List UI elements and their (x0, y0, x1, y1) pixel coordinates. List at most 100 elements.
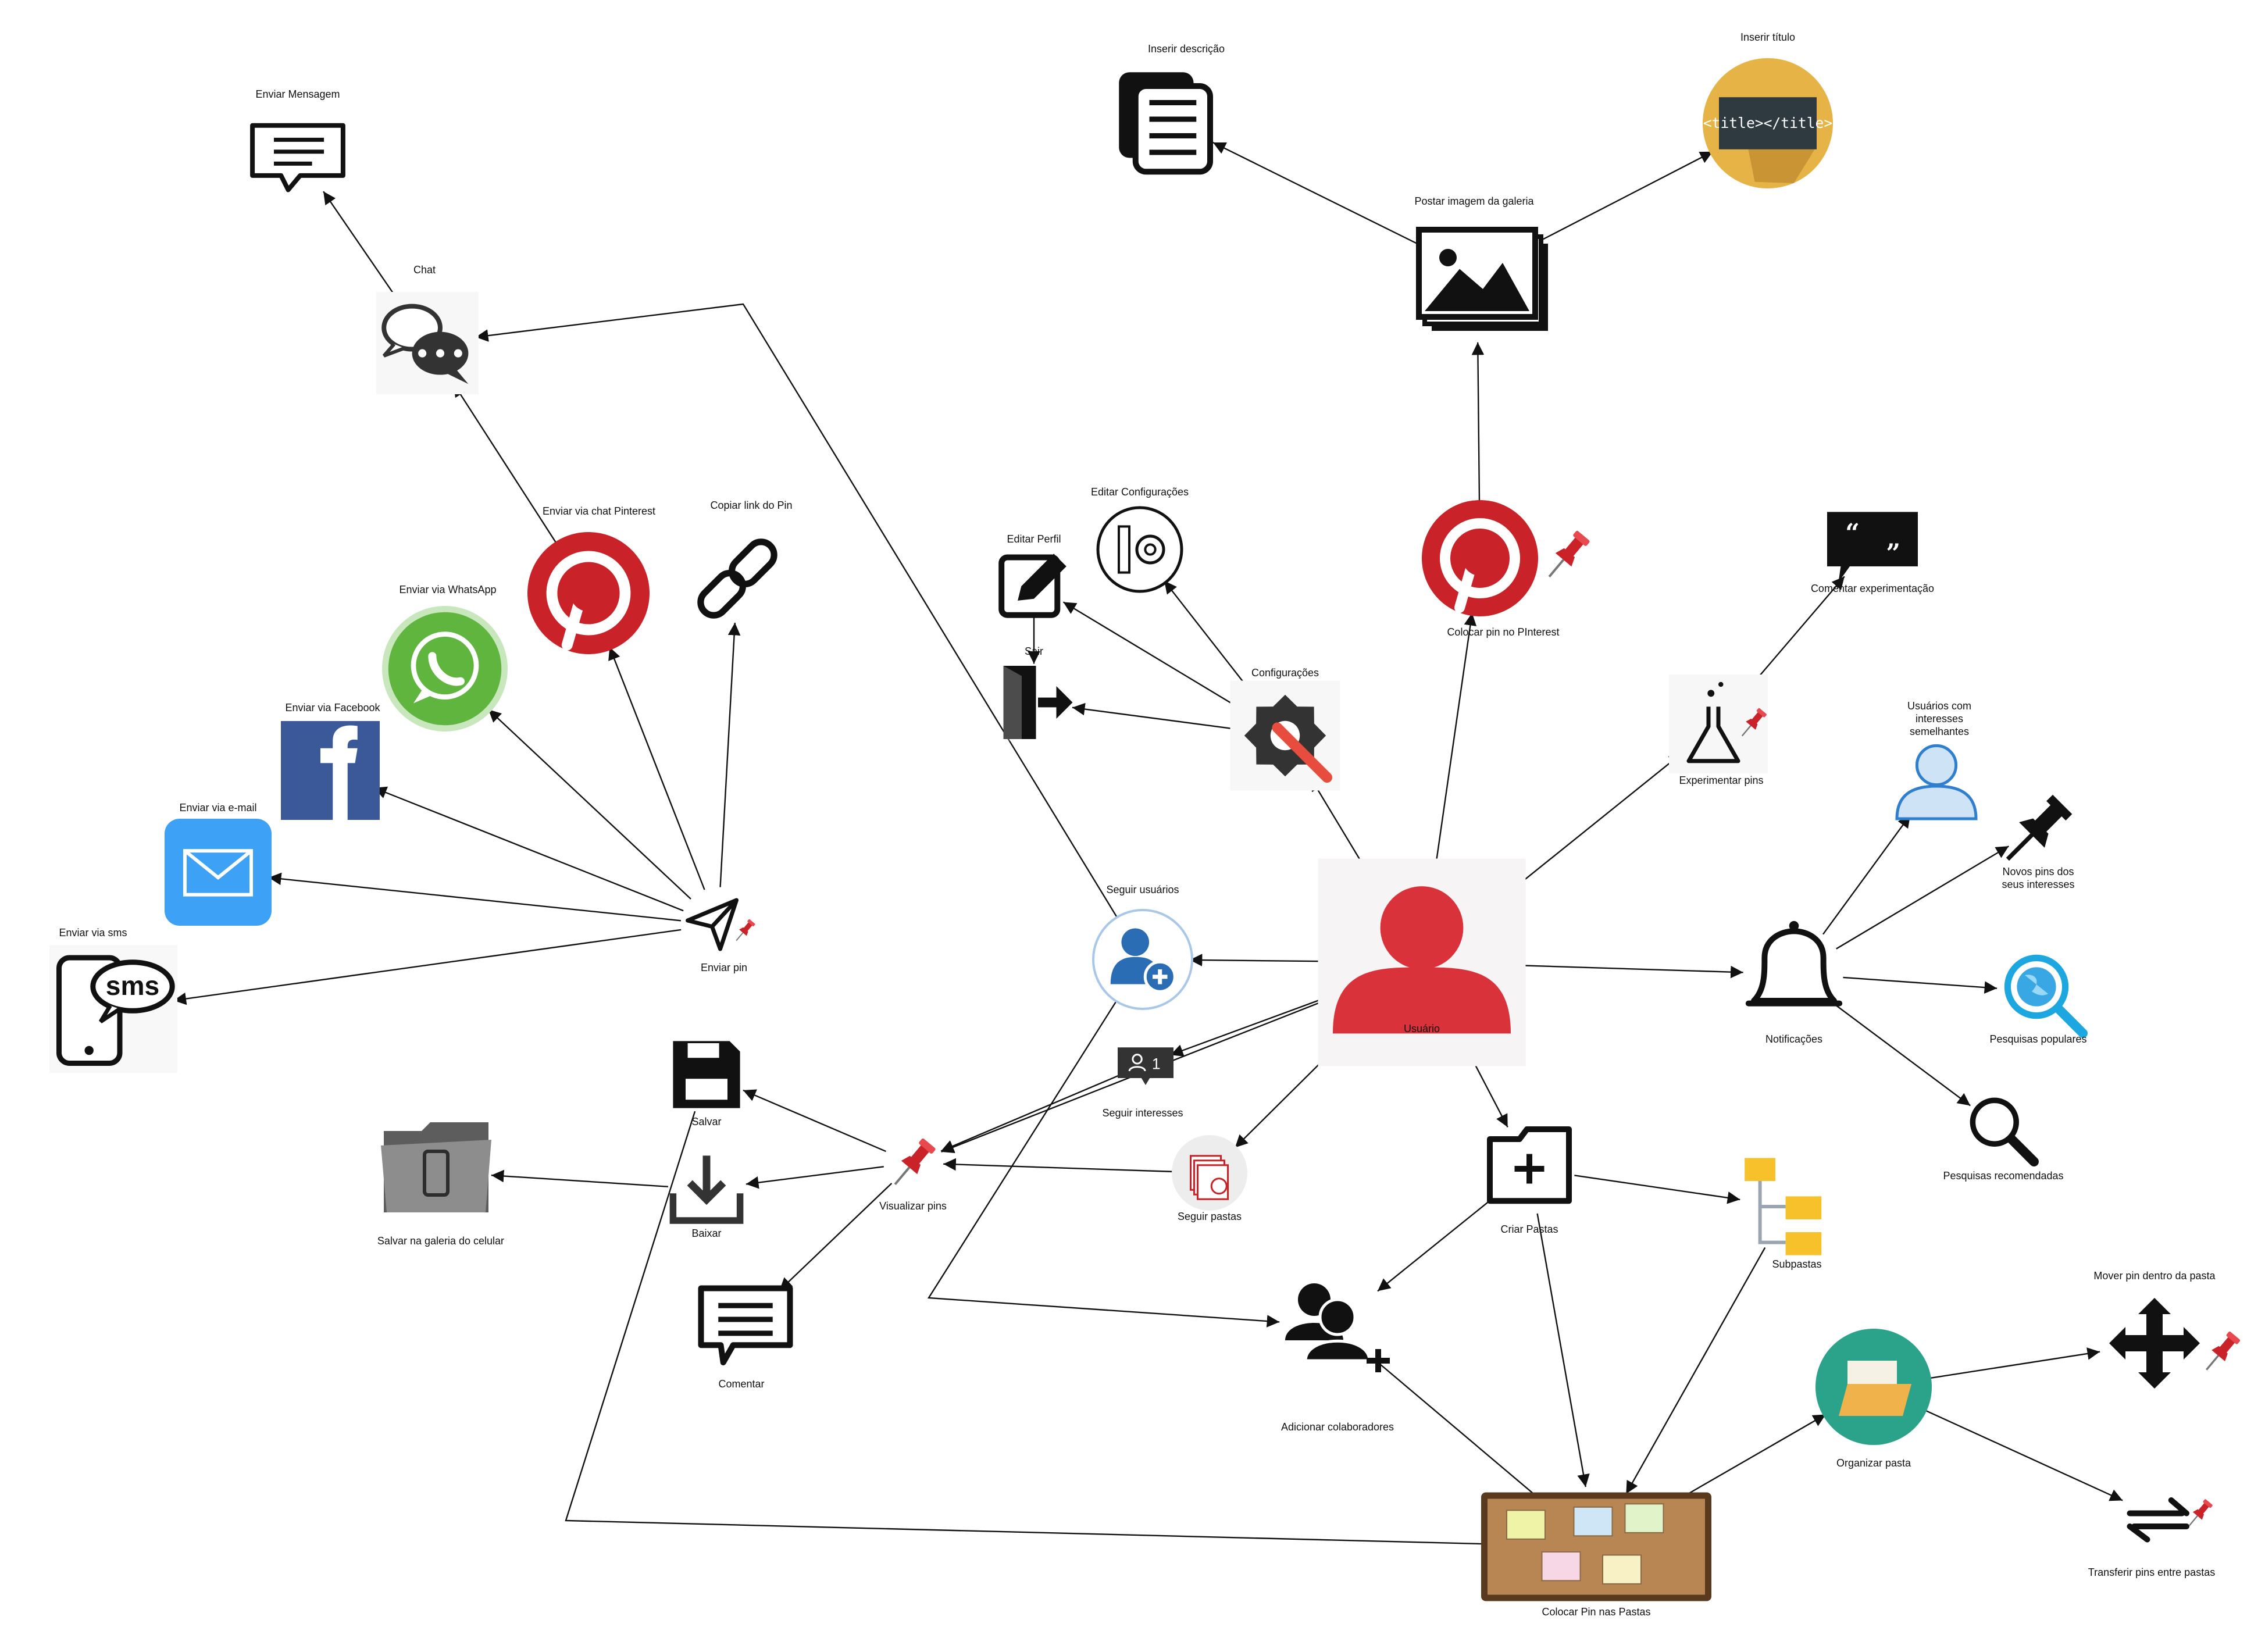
red-pushpin-icon (2188, 1499, 2213, 1526)
svg-text:“: “ (1845, 519, 1860, 548)
edge-usuario-to-seguir_usuarios (1189, 954, 1331, 966)
node-visualizar-pins: Visualizar pins (879, 1138, 947, 1212)
node-label-visualizar_pins: Visualizar pins (879, 1200, 947, 1212)
node-chat: Chat (376, 264, 479, 394)
node-enviar-mensagem: Enviar Mensagem (250, 88, 345, 192)
node-label-enviar_email: Enviar via e-mail (179, 802, 256, 813)
edge-organizar_pasta-to-mover_pin (1926, 1347, 2100, 1380)
node-label-criar_pastas: Criar Pastas (1500, 1223, 1558, 1235)
edge-enviar_pin-to-enviar_email (268, 872, 682, 922)
node-label-baixar: Baixar (691, 1228, 721, 1239)
node-enviar-email: Enviar via e-mail (165, 802, 272, 926)
edge-experimentar-to-comentar_exp (1747, 576, 1845, 690)
node-inserir-titulo: <title></title>Inserir título (1703, 31, 1833, 188)
node-label-adicionar_colab: Adicionar colaboradores (1281, 1421, 1394, 1433)
node-label-line: seus interesses (2002, 879, 2074, 890)
chat-icon (376, 292, 479, 394)
pushpin-red-icon (894, 1138, 936, 1186)
red-pushpin-icon (1548, 530, 1590, 578)
edge-enviar_pin-to-copiar_link (719, 622, 741, 887)
edge-subpastas-to-colocar_pin_pastas (1625, 1247, 1766, 1494)
bell-icon (1745, 920, 1843, 1007)
edge-enviar_pin-to-enviar_facebook (373, 786, 684, 912)
edge-enviar_pin-to-enviar_sms (173, 929, 682, 1005)
edge-configuracoes-to-editar_config (1164, 580, 1256, 698)
edge-chat-to-enviar_mensagem (323, 191, 402, 305)
flask-icon (1669, 675, 1768, 773)
edge-seguir_pastas-to-visualizar_pins (943, 1158, 1175, 1173)
node-pesquisas-populares: Pesquisas populares (1989, 954, 2088, 1045)
node-label-transferir_pins: Transferir pins entre pastas (2088, 1567, 2215, 1578)
edge-seguir_usuarios-to-chat (475, 303, 1120, 921)
node-enviar-chat-pinterest: Enviar via chat Pinterest (527, 505, 655, 654)
node-label-experimentar: Experimentar pins (1679, 775, 1763, 786)
node-salvar: Salvar (673, 1041, 740, 1128)
node-label-colocar_pin: Colocar pin no PInterest (1447, 626, 1559, 638)
document-icon (1119, 72, 1213, 175)
edge-baixar-to-salvar_galeria (491, 1169, 668, 1187)
node-editar-config: Editar Configurações (1091, 486, 1189, 593)
node-sair: Sair (1003, 645, 1073, 745)
edge-criar_pastas-to-colocar_pin_pastas (1536, 1213, 1590, 1487)
edge-visualizar_pins-to-baixar (746, 1166, 884, 1189)
node-label-line: Usuários com (1907, 700, 1971, 712)
folder-stack-icon (1172, 1135, 1247, 1211)
edge-notificacoes-to-pesquisas_populares (1843, 976, 1998, 994)
edge-seguir_usuarios-to-adicionar_colab (927, 997, 1280, 1328)
edge-visualizar_pins-to-salvar (743, 1089, 886, 1153)
edge-seguir_interesses-to-visualizar_pins (940, 1073, 1122, 1153)
globe-search-icon (2004, 954, 2088, 1038)
node-configuracoes: Configurações (1230, 667, 1340, 791)
node-mover-pin: Mover pin dentro da pasta (2093, 1270, 2241, 1389)
node-copiar-link: Copiar link do Pin (697, 499, 793, 619)
node-notificacoes: Notificações (1745, 920, 1843, 1045)
edge-notificacoes-to-pesquisas_recomendadas (1833, 1002, 1971, 1107)
node-label-organizar_pasta: Organizar pasta (1836, 1457, 1911, 1469)
node-enviar-pin: Enviar pin (686, 898, 755, 973)
corkboard-icon (1481, 1492, 1711, 1601)
swap-arrows-icon (2127, 1497, 2213, 1543)
node-label-pesquisas_recomendadas: Pesquisas recomendadas (1943, 1170, 2063, 1182)
node-postar-imagem: Postar imagem da galeria (1414, 195, 1548, 331)
follower-count-text: 1 (1152, 1055, 1161, 1073)
exit-icon (1003, 666, 1073, 745)
node-label-configuracoes: Configurações (1251, 667, 1319, 679)
open-folder-icon (1815, 1329, 1932, 1445)
node-label-enviar_pin: Enviar pin (701, 962, 747, 973)
edge-salvar-to-colocar_pin_pastas (565, 1111, 1536, 1551)
phone-folder-icon (381, 1122, 491, 1212)
move-arrows-icon (2109, 1298, 2241, 1389)
add-group-icon (1285, 1283, 1390, 1372)
red-pushpin-icon (1741, 708, 1767, 737)
whatsapp-icon (382, 606, 508, 732)
edge-usuario-to-notificacoes (1513, 964, 1743, 979)
red-pushpin-icon (2206, 1331, 2241, 1371)
red-pushpin-icon (736, 919, 755, 941)
edge-usuario-to-seguir_interesses (1170, 993, 1337, 1057)
pushpin-icon (2006, 794, 2073, 861)
node-transferir-pins: Transferir pins entre pastas (2088, 1497, 2215, 1578)
follower-badge-icon: 1 (1118, 1047, 1173, 1085)
node-enviar-whatsapp: Enviar via WhatsApp (382, 584, 508, 732)
add-user-icon (1092, 909, 1193, 1010)
gear-wrench-icon (1230, 680, 1340, 791)
magnifier-icon (1970, 1097, 2039, 1166)
send-icon (686, 898, 755, 951)
node-pesquisas-recomendadas: Pesquisas recomendadas (1943, 1097, 2064, 1182)
floppy-icon (673, 1041, 740, 1108)
edge-organizar_pasta-to-transferir_pins (1922, 1408, 2123, 1501)
node-label-editar_perfil: Editar Perfil (1007, 533, 1061, 545)
red-pushpin-icon (894, 1138, 936, 1186)
node-criar-pastas: Criar Pastas (1487, 1126, 1572, 1235)
node-editar-perfil: Editar Perfil (998, 533, 1066, 618)
title-tag-text: <title></title> (1703, 115, 1832, 131)
node-label-salvar_galeria: Salvar na galeria do celular (377, 1235, 504, 1247)
edge-visualizar_pins-to-comentar (779, 1183, 893, 1291)
node-adicionar-colab: Adicionar colaboradores (1281, 1283, 1394, 1433)
node-label-seguir_pastas: Seguir pastas (1178, 1211, 1242, 1222)
edge-criar_pastas-to-adicionar_colab (1377, 1197, 1494, 1292)
message-icon (250, 123, 345, 192)
node-label-sair: Sair (1025, 645, 1043, 657)
